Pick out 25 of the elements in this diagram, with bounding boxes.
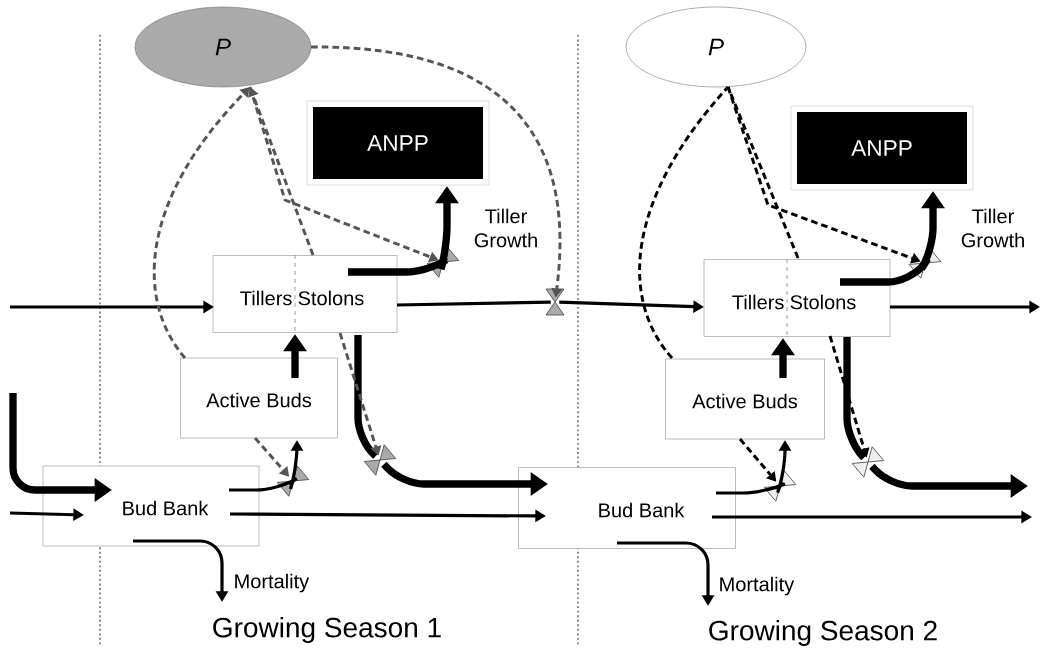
edge-label: Tiller Growth: [954, 207, 1032, 249]
dashed-arrow: [152, 87, 250, 359]
stock-box: Active Buds: [180, 357, 338, 439]
flow-line: [229, 477, 299, 492]
season-label: Growing Season 1: [213, 616, 441, 644]
edge-label: Tiller Growth: [467, 207, 545, 249]
stock-box: Bud Bank: [42, 465, 260, 547]
flow-line: [716, 482, 787, 495]
valve-symbol: [545, 288, 565, 316]
edge-label: Mortality: [717, 575, 795, 597]
stock-box: Bud Bank: [518, 467, 736, 549]
season-label: Growing Season 2: [709, 619, 937, 647]
dashed-line: [726, 86, 800, 259]
oval: P: [134, 6, 312, 88]
output-box: ANPP: [790, 105, 974, 191]
valve-symbol: [851, 446, 885, 478]
output-box: ANPP: [306, 100, 490, 186]
stock-box: Tillers Stolons: [703, 258, 891, 337]
oval: P: [625, 6, 807, 88]
dashed-line: [638, 86, 730, 359]
stock-box: Tillers Stolons: [212, 254, 398, 333]
flow-line: [397, 300, 551, 307]
valve-symbol: [363, 444, 397, 476]
stock-box: Active Buds: [665, 358, 825, 440]
edge-label: Mortality: [232, 572, 310, 594]
